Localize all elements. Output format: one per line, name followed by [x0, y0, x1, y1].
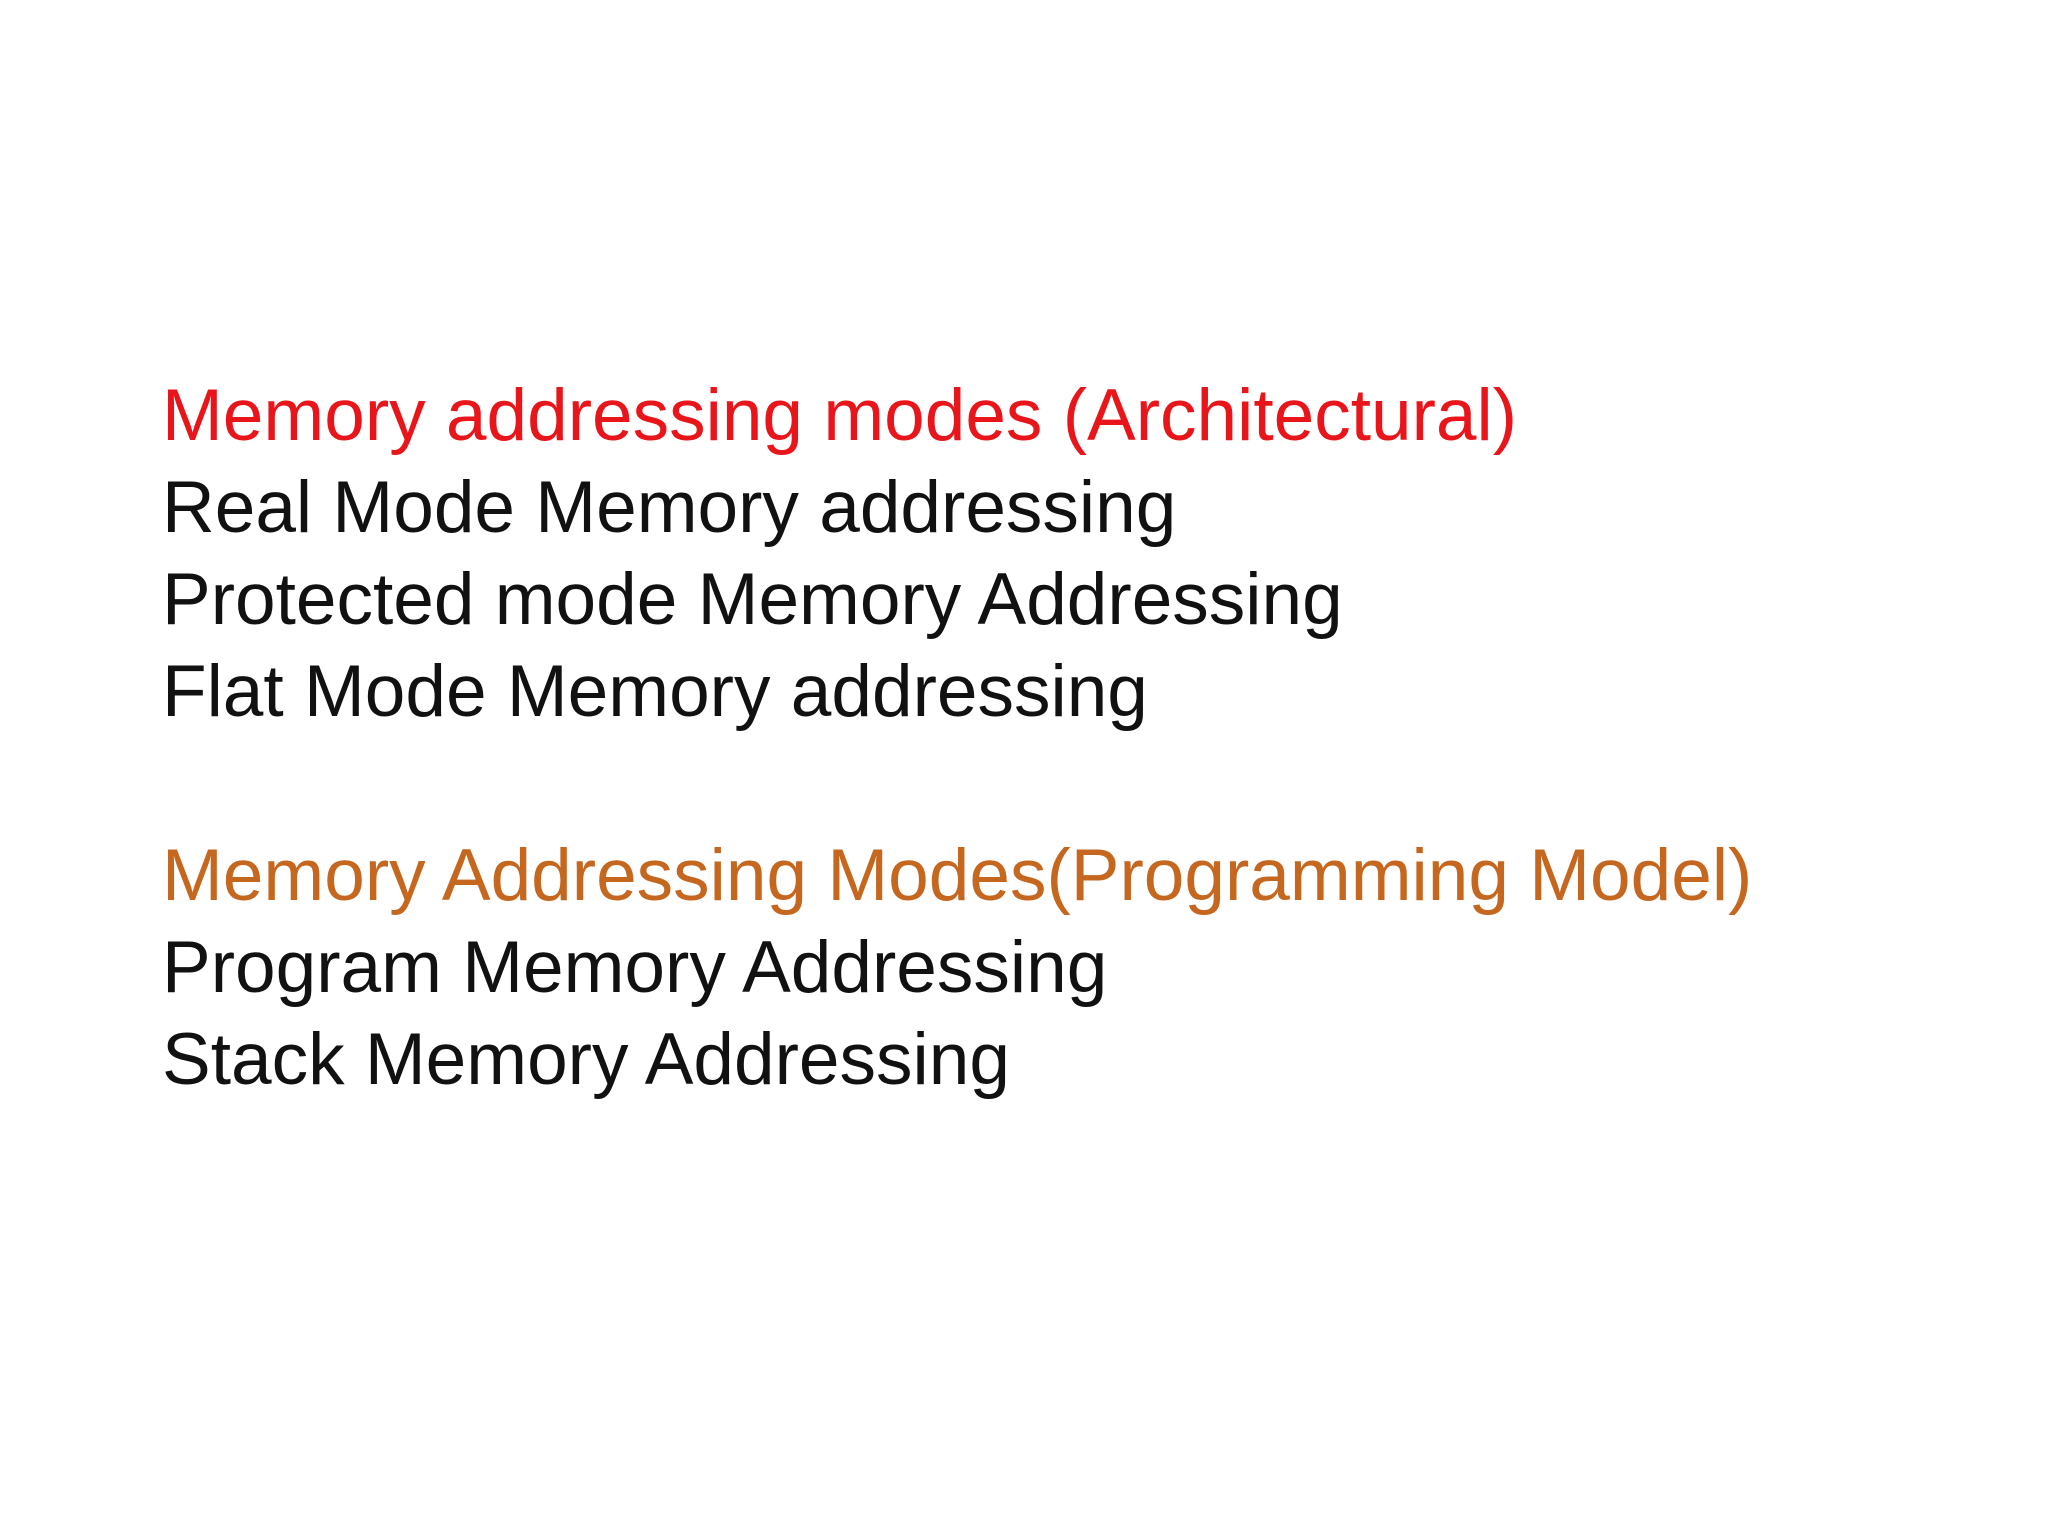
programming-model-section: Memory Addressing Modes(Programming Mode…: [162, 830, 2022, 1106]
architectural-heading: Memory addressing modes (Architectural): [162, 375, 1518, 456]
list-item-real-mode: Real Mode Memory addressing: [162, 467, 1177, 548]
programming-model-heading: Memory Addressing Modes(Programming Mode…: [162, 835, 1753, 916]
list-item-flat-mode: Flat Mode Memory addressing: [162, 651, 1148, 732]
list-item-stack-memory: Stack Memory Addressing: [162, 1019, 1010, 1100]
list-item-protected-mode: Protected mode Memory Addressing: [162, 559, 1343, 640]
slide-content: Memory addressing modes (Architectural) …: [162, 370, 2022, 1106]
list-item-program-memory: Program Memory Addressing: [162, 927, 1108, 1008]
architectural-section: Memory addressing modes (Architectural) …: [162, 370, 2022, 738]
